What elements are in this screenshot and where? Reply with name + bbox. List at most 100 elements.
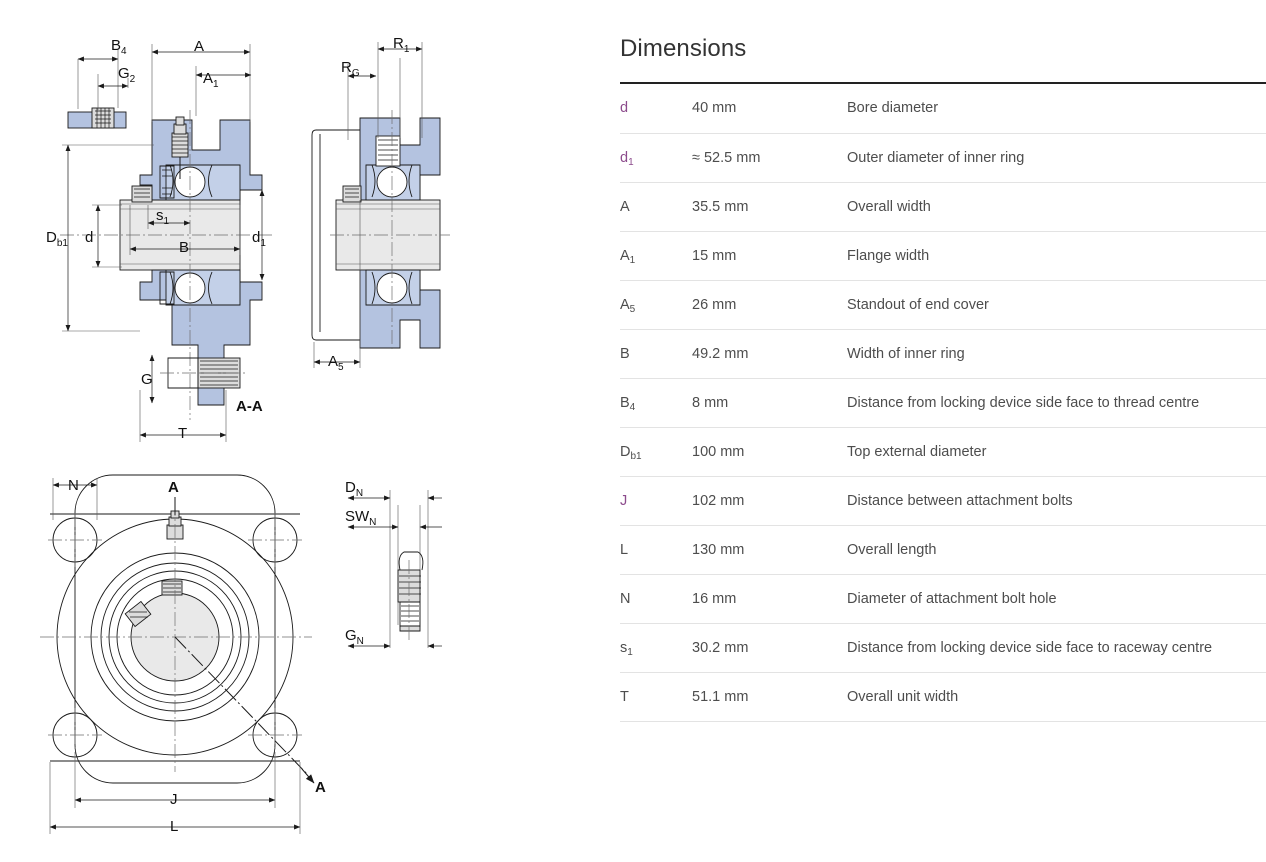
label-G: G [141,371,153,388]
dimension-description-cell: Distance from locking device side face t… [847,378,1266,428]
dimension-description: Diameter of attachment bolt hole [847,590,1057,607]
table-row: J 102 mm Distance between attachment bolts [620,476,1266,526]
grease-nipple-detail-view: DN SWN GN [345,479,442,649]
dimension-description: Distance from locking device side face t… [847,639,1213,656]
dimension-description-cell: Outer diameter of inner ring [847,133,1266,183]
table-row: T 51.1 mm Overall unit width [620,672,1266,722]
dimension-symbol-link[interactable]: d [620,100,629,117]
dimension-description: Distance between attachment bolts [847,492,1073,509]
label-N: N [68,477,79,494]
dimension-description: Bore diameter [847,100,939,117]
label-G2: G2 [118,65,136,85]
dimension-symbol-subscript: 4 [629,401,636,413]
title-divider [620,82,1266,84]
dimension-symbol-cell: B4 [620,378,692,428]
dimension-value-cell: 35.5 mm [692,182,847,232]
dimension-value: 100 mm [692,443,745,460]
dimension-value-cell: 49.2 mm [692,329,847,379]
threaded-bolt-detail [160,357,248,389]
dimension-value-cell: 30.2 mm [692,623,847,673]
dimension-description: Distance from locking device side face t… [847,394,1200,411]
dimension-description: Top external diameter [847,443,987,460]
dimension-description: Flange width [847,247,930,264]
technical-drawing-pane: .ln { stroke:#1a1a1a; stroke-width:1; fi… [0,0,600,862]
dimension-symbol-cell[interactable]: d [620,84,692,134]
dimension-description-cell: Top external diameter [847,427,1266,477]
dimension-description-cell: Overall width [847,182,1266,232]
dimension-symbol: B4 [620,394,636,413]
label-Db1: Db1 [46,229,68,249]
dimension-description-cell: Width of inner ring [847,329,1266,379]
dimension-symbol-cell: L [620,525,692,575]
dimension-value: 51.1 mm [692,688,749,705]
dimension-value: 49.2 mm [692,345,749,362]
dimension-value-cell: 100 mm [692,427,847,477]
dimension-value: ≈ 52.5 mm [692,149,761,166]
dimension-value-cell: 16 mm [692,574,847,624]
label-SWN: SWN [345,508,376,528]
dimension-symbol-cell: s1 [620,623,692,673]
dimension-symbol-cell: T [620,672,692,722]
dimension-value-cell: 51.1 mm [692,672,847,722]
side-section-view: R1 RG A5 [311,35,450,373]
dimension-symbol: A5 [620,296,636,315]
dimension-value: 102 mm [692,492,745,509]
grease-nipple-front [171,116,189,179]
dimension-value: 130 mm [692,541,745,558]
label-J: J [170,791,178,808]
dimension-symbol-subscript: b1 [630,450,642,462]
dimension-value-cell: 40 mm [692,84,847,134]
dimension-symbol: Db1 [620,443,642,462]
dimension-value-cell: 8 mm [692,378,847,428]
dimension-symbol-cell: A5 [620,280,692,330]
label-d1: d1 [252,229,266,249]
dimension-description-cell: Standout of end cover [847,280,1266,330]
dimension-value: 16 mm [692,590,737,607]
dimension-symbol-subscript: 1 [627,646,633,658]
dimension-description-cell: Diameter of attachment bolt hole [847,574,1266,624]
dimension-symbol-cell: B [620,329,692,379]
table-row: B 49.2 mm Width of inner ring [620,329,1266,379]
label-A1: A1 [203,70,219,90]
dimension-symbol: A [620,198,630,215]
dimension-description: Standout of end cover [847,296,989,313]
label-GN: GN [345,627,364,647]
table-row: B4 8 mm Distance from locking device side … [620,378,1266,428]
label-L: L [170,818,178,835]
dimension-value: 35.5 mm [692,198,749,215]
dimension-symbol: s1 [620,639,633,658]
dimension-symbol: A1 [620,247,636,266]
label-R1: R1 [393,35,410,55]
dimension-symbol-subscript: 1 [628,156,634,168]
label-T: T [178,425,187,442]
dimension-description-cell: Flange width [847,231,1266,281]
dimension-symbol-cell[interactable]: J [620,476,692,526]
dimension-symbol-cell[interactable]: d1 [620,133,692,183]
dimension-description: Width of inner ring [847,345,965,362]
dimension-description-cell: Distance from locking device side face t… [847,623,1266,673]
dimension-description-cell: Distance between attachment bolts [847,476,1266,526]
table-row: Db1 100 mm Top external diameter [620,427,1266,477]
dimension-symbol: B [620,345,630,362]
label-B4: B4 [111,37,127,57]
flange-face-view: A A N J L [40,474,326,835]
dimension-symbol-subscript: 5 [629,303,636,315]
dimension-symbol-link[interactable]: d1 [620,149,634,168]
bearing-unit-drawing: .ln { stroke:#1a1a1a; stroke-width:1; fi… [40,35,450,835]
dimension-symbol: T [620,688,629,705]
label-DN: DN [345,479,363,499]
dimension-description-cell: Overall unit width [847,672,1266,722]
dimension-description-cell: Overall length [847,525,1266,575]
dimension-value-cell: 26 mm [692,280,847,330]
dimension-description-cell: Bore diameter [847,84,1266,134]
page-title: Dimensions [620,35,747,62]
dimension-symbol-subscript: 1 [629,254,636,266]
dimension-symbol-link[interactable]: J [620,492,628,509]
dimension-value-cell: 15 mm [692,231,847,281]
dimension-value: 8 mm [692,394,729,411]
